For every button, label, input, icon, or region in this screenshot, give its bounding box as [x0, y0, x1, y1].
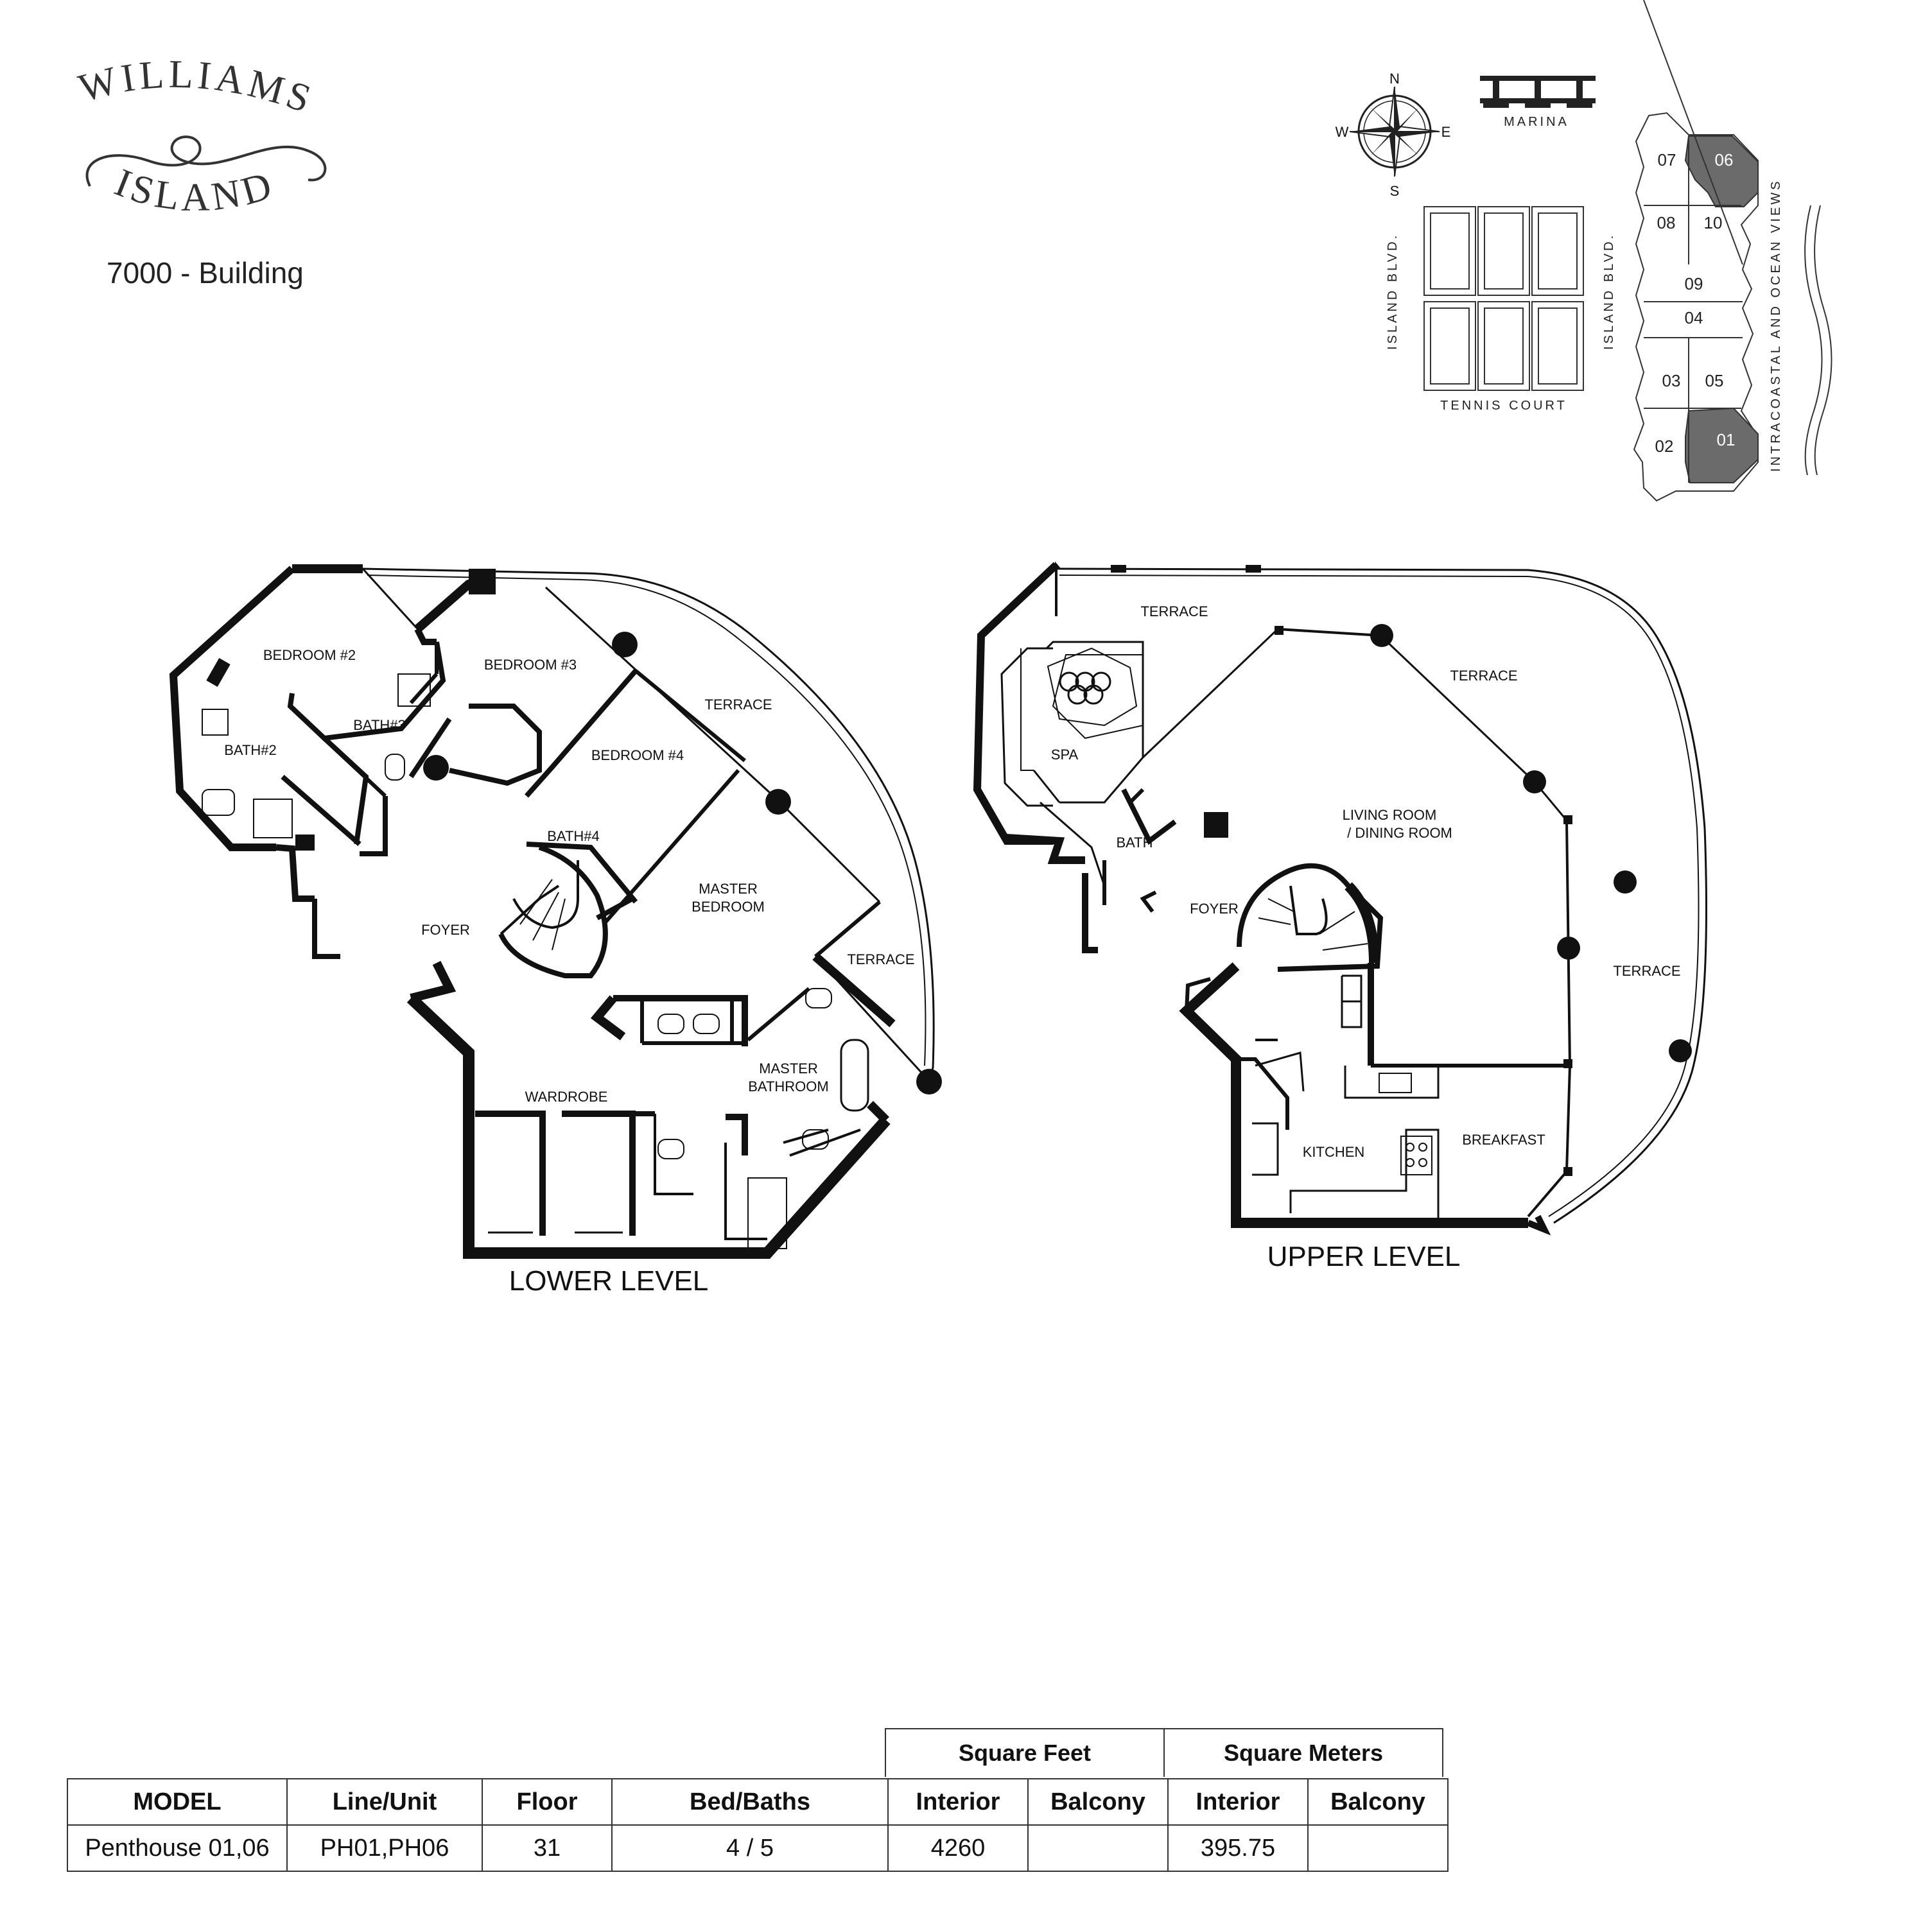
room-bath-2: BATH#2 [224, 742, 277, 758]
compass-n: N [1389, 71, 1400, 87]
svg-text:ISLAND: ISLAND [109, 160, 280, 220]
unit-03: 03 [1662, 371, 1681, 390]
room-terrace-lower: TERRACE [847, 951, 914, 967]
compass-rose [1349, 86, 1440, 177]
cell-interior-sqft: 4260 [887, 1824, 1029, 1872]
unit-02: 02 [1655, 437, 1674, 456]
unit-09: 09 [1685, 274, 1703, 293]
unit-04: 04 [1685, 308, 1703, 327]
marina-icon [1480, 76, 1596, 108]
room-master-bathroom-1: MASTER [759, 1060, 818, 1077]
blvd-right-label: ISLAND BLVD. [1602, 233, 1616, 350]
col-floor: Floor [482, 1778, 613, 1826]
cell-model: Penthouse 01,06 [67, 1824, 288, 1872]
compass-s: S [1390, 183, 1400, 199]
room-foyer: FOYER [421, 922, 470, 938]
upper-level-plan [973, 561, 1707, 1236]
blvd-left-label: ISLAND BLVD. [1386, 233, 1400, 350]
room-master-bathroom-2: BATHROOM [748, 1078, 828, 1094]
col-interior-sqft: Interior [887, 1778, 1029, 1826]
col-line-unit: Line/Unit [286, 1778, 483, 1826]
compass-e: E [1441, 124, 1451, 140]
col-model: MODEL [67, 1778, 288, 1826]
unit-01-highlight [1685, 407, 1759, 483]
upper-columns [1111, 565, 1692, 1176]
building-site-plan [1633, 0, 1759, 502]
building-name: 7000 - Building [107, 256, 304, 290]
unit-01: 01 [1717, 430, 1736, 449]
upper-room-kitchen: KITCHEN [1303, 1144, 1365, 1160]
upper-room-foyer: FOYER [1190, 901, 1239, 917]
group-header-square-feet: Square Feet [885, 1728, 1165, 1777]
upper-room-bath: BATH [1116, 835, 1153, 851]
room-bath-3: BATH#3 [353, 717, 406, 733]
logo-flourish [85, 135, 327, 187]
room-bedroom-3: BEDROOM #3 [484, 657, 577, 673]
upper-room-terrace-mid: TERRACE [1450, 668, 1517, 684]
room-bedroom-4: BEDROOM #4 [591, 747, 684, 763]
cell-interior-sqm: 395.75 [1167, 1824, 1309, 1872]
upper-room-living-2: / DINING ROOM [1347, 825, 1452, 841]
water-waves [1804, 205, 1832, 476]
tennis-label: TENNIS COURT [1440, 399, 1567, 413]
cell-floor: 31 [482, 1824, 613, 1872]
views-label: INTRACOASTAL AND OCEAN VIEWS [1769, 178, 1783, 472]
cell-line-unit: PH01,PH06 [286, 1824, 483, 1872]
lower-level-title: LOWER LEVEL [509, 1265, 709, 1297]
cell-balcony-sqm [1307, 1824, 1449, 1872]
upper-room-breakfast: BREAKFAST [1462, 1132, 1545, 1148]
upper-room-terrace-right: TERRACE [1613, 963, 1680, 979]
room-bedroom-2: BEDROOM #2 [263, 647, 356, 663]
room-bath-4: BATH#4 [547, 828, 600, 844]
table-row: Penthouse 01,06 PH01,PH06 31 4 / 5 4260 … [67, 1824, 1449, 1872]
lower-columns [295, 569, 942, 1094]
col-balcony-sqm: Balcony [1307, 1778, 1449, 1826]
tennis-courts [1423, 206, 1584, 391]
room-master-bedroom-1: MASTER [699, 881, 758, 897]
compass-w: W [1336, 124, 1349, 140]
unit-area-group-headers: Square Feet Square Meters [885, 1728, 1443, 1777]
marina-label: MARINA [1504, 115, 1569, 129]
unit-06-highlight [1684, 135, 1759, 207]
logo-word-williams: WILLIAMS [74, 53, 316, 123]
group-header-square-meters: Square Meters [1163, 1728, 1443, 1777]
unit-08: 08 [1657, 213, 1676, 232]
unit-07: 07 [1658, 150, 1676, 169]
col-balcony-sqft: Balcony [1027, 1778, 1169, 1826]
logo-word-island: ISLAND [109, 160, 276, 220]
room-wardrobe: WARDROBE [525, 1089, 608, 1105]
room-terrace-upper: TERRACE [704, 696, 772, 713]
unit-10: 10 [1704, 213, 1723, 232]
unit-specs-table: MODEL Line/Unit Floor Bed/Baths Interior… [67, 1778, 1449, 1872]
cell-balcony-sqft [1027, 1824, 1169, 1872]
col-interior-sqm: Interior [1167, 1778, 1309, 1826]
table-header-row: MODEL Line/Unit Floor Bed/Baths Interior… [67, 1778, 1449, 1826]
upper-room-spa: SPA [1051, 747, 1079, 763]
upper-room-terrace-top: TERRACE [1140, 603, 1208, 619]
svg-text:WILLIAMS: WILLIAMS [74, 53, 320, 123]
unit-06: 06 [1715, 150, 1734, 169]
upper-level-title: UPPER LEVEL [1267, 1241, 1461, 1272]
room-master-bedroom-2: BEDROOM [692, 899, 765, 915]
unit-05: 05 [1705, 371, 1724, 390]
cell-bed-baths: 4 / 5 [611, 1824, 889, 1872]
col-bed-baths: Bed/Baths [611, 1778, 889, 1826]
logo: WILLIAMS ISLAND [74, 53, 327, 220]
upper-room-living-1: LIVING ROOM [1343, 807, 1437, 823]
